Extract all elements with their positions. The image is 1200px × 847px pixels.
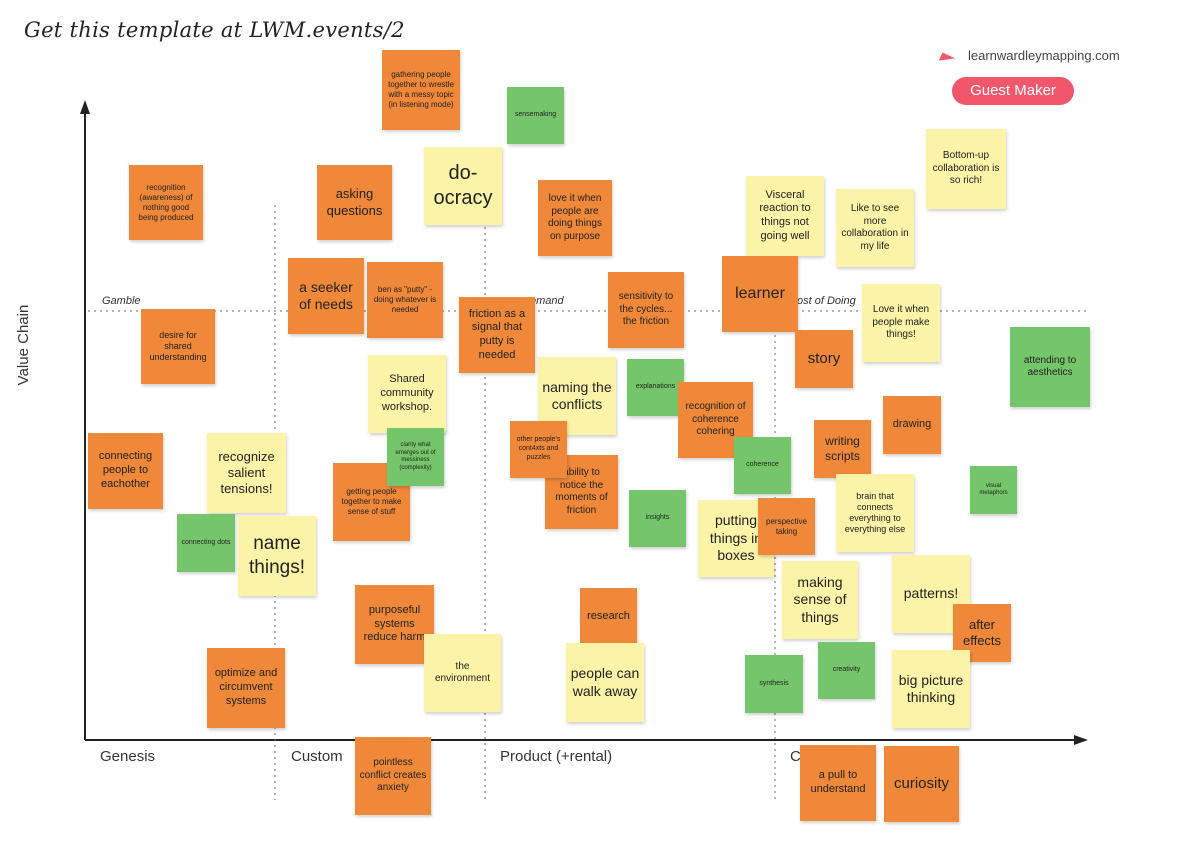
stage-product: Product (+rental) xyxy=(500,748,613,765)
sticky-note[interactable]: friction as a signal that putty is neede… xyxy=(459,297,535,373)
sticky-note[interactable]: sensemaking xyxy=(507,87,564,144)
sticky-note[interactable]: big picture thinking xyxy=(892,650,970,728)
sticky-note[interactable]: gathering people together to wrestle wit… xyxy=(382,50,460,130)
sticky-note[interactable]: Love it when people make things! xyxy=(862,284,940,362)
sticky-note[interactable]: insights xyxy=(629,490,686,547)
cost-label-demand: emand xyxy=(530,295,564,307)
sticky-note[interactable]: optimize and circumvent systems xyxy=(207,648,285,728)
sticky-note[interactable]: story xyxy=(795,330,853,388)
sticky-note[interactable]: do-ocracy xyxy=(424,147,502,225)
sticky-note[interactable]: research xyxy=(580,588,637,645)
sticky-note[interactable]: love it when people are doing things on … xyxy=(538,180,612,256)
sticky-note[interactable]: coherence xyxy=(734,437,791,494)
stage-commodity: C xyxy=(790,748,801,765)
sticky-note[interactable]: pointless conflict creates anxiety xyxy=(355,737,431,815)
sticky-note[interactable]: connecting people to eachother xyxy=(88,433,163,509)
sticky-note[interactable]: drawing xyxy=(883,396,941,454)
sticky-note[interactable]: name things! xyxy=(238,516,316,596)
sticky-note[interactable]: putting things in boxes xyxy=(698,500,774,577)
brand-url: learnwardleymapping.com xyxy=(968,48,1120,63)
x-axis-arrowhead xyxy=(1074,735,1088,745)
sticky-note[interactable]: desire for shared understanding xyxy=(141,309,215,384)
sticky-note[interactable]: people can walk away xyxy=(566,643,644,722)
sticky-note[interactable]: making sense of things xyxy=(782,561,858,639)
sticky-note[interactable]: asking questions xyxy=(317,165,392,240)
sticky-note[interactable]: connecting dots xyxy=(177,514,235,572)
sticky-note[interactable]: Bottom-up collaboration is so rich! xyxy=(926,129,1006,209)
sticky-note[interactable]: clarity what emerges out of messiness (c… xyxy=(387,428,444,486)
sticky-note[interactable]: attending to aesthetics xyxy=(1010,327,1090,407)
sticky-note[interactable]: a pull to understand xyxy=(800,745,876,821)
sticky-note[interactable]: after effects xyxy=(953,604,1011,662)
sticky-note[interactable]: Like to see more collaboration in my lif… xyxy=(836,189,914,267)
cost-label-gamble: Gamble xyxy=(102,295,141,307)
sticky-note[interactable]: the environment xyxy=(424,634,501,712)
sticky-note[interactable]: recognize salient tensions! xyxy=(207,433,286,513)
sticky-note[interactable]: sensitivity to the cycles... the frictio… xyxy=(608,272,684,348)
guest-maker-badge: Guest Maker xyxy=(952,77,1074,105)
y-axis-label: Value Chain xyxy=(15,304,32,386)
sticky-note[interactable]: ben as "putty" - doing whatever is neede… xyxy=(367,262,443,338)
y-axis-arrowhead xyxy=(80,100,90,114)
sticky-note[interactable]: Shared community workshop. xyxy=(368,355,446,433)
sticky-note[interactable]: writing scripts xyxy=(814,420,871,478)
sticky-note[interactable]: purposeful systems reduce harm xyxy=(355,585,434,664)
sticky-note[interactable]: Visceral reaction to things not going we… xyxy=(746,176,824,256)
sticky-note[interactable]: visual metaphors xyxy=(970,466,1017,514)
sticky-note[interactable]: brain that connects everything to everyt… xyxy=(836,474,914,552)
sticky-note[interactable]: synthesis xyxy=(745,655,803,713)
sticky-note[interactable]: creativity xyxy=(818,642,875,699)
stage-genesis: Genesis xyxy=(100,748,156,765)
cost-label-doing: ost of Doing xyxy=(797,295,856,307)
sticky-note[interactable]: explanations xyxy=(627,359,684,416)
sticky-note[interactable]: recognition (awareness) of nothing good … xyxy=(129,165,203,240)
sticky-note[interactable]: a seeker of needs xyxy=(288,258,364,334)
stage-custom: Custom xyxy=(291,748,343,765)
sticky-note[interactable]: other people's cont4xts and puzzles xyxy=(510,421,567,478)
sticky-note[interactable]: learner xyxy=(722,256,798,332)
sticky-note[interactable]: perspective taking xyxy=(758,498,815,555)
template-caption: Get this template at LWM.events/2 xyxy=(24,18,405,42)
sticky-note[interactable]: curiosity xyxy=(884,746,959,822)
